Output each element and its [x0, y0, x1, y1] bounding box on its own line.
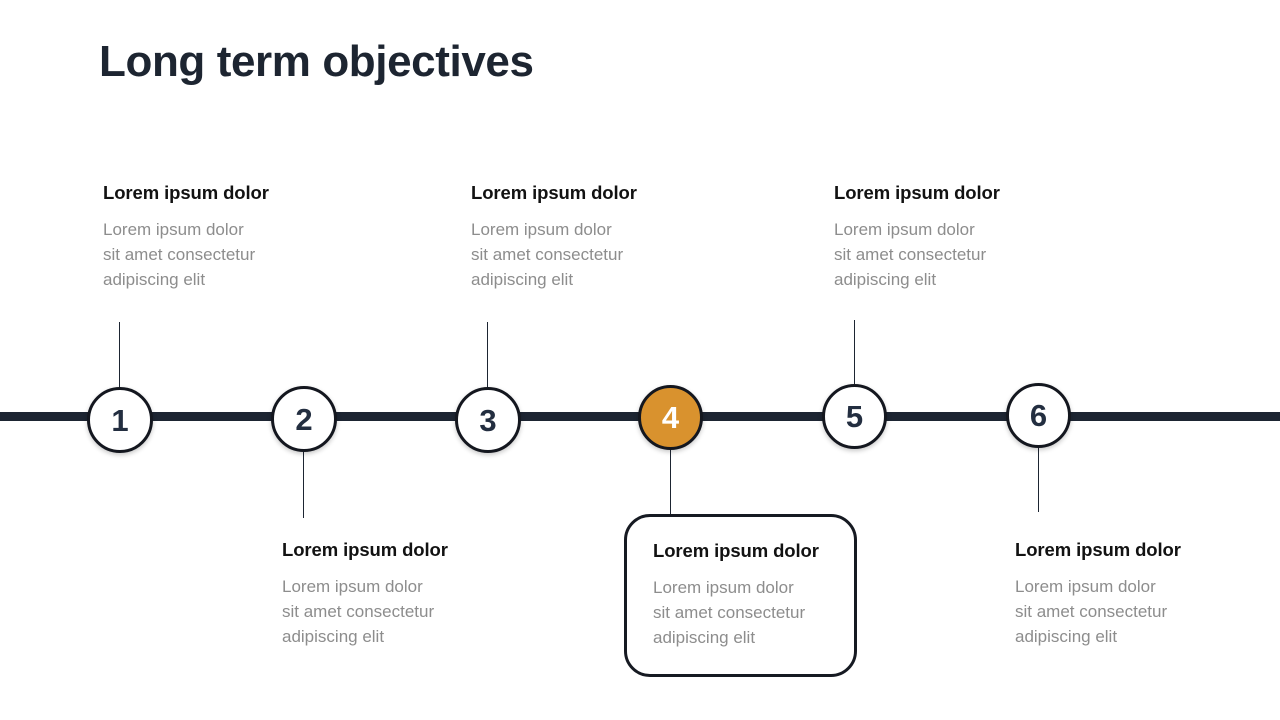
timeline-node-3[interactable]: 3 [455, 387, 521, 453]
timeline-item-3-title: Lorem ipsum dolor [471, 182, 637, 203]
connector-stem-5 [854, 320, 855, 388]
timeline-item-4-body-line1: Lorem ipsum dolor [653, 578, 794, 598]
timeline-item-4-title: Lorem ipsum dolor [653, 540, 819, 561]
timeline-item-2-title: Lorem ipsum dolor [282, 539, 448, 560]
connector-stem-4 [670, 446, 671, 516]
timeline-item-1: Lorem ipsum dolor Lorem ipsum dolor sit … [103, 181, 353, 293]
timeline-item-4: Lorem ipsum dolor Lorem ipsum dolor sit … [653, 539, 853, 651]
timeline-node-1[interactable]: 1 [87, 387, 153, 453]
timeline-item-4-card[interactable]: Lorem ipsum dolor Lorem ipsum dolor sit … [624, 514, 857, 677]
timeline-item-3-body-line2: sit amet consectetur [471, 245, 624, 265]
timeline-item-6: Lorem ipsum dolor Lorem ipsum dolor sit … [1015, 538, 1265, 650]
timeline-node-1-number: 1 [111, 402, 129, 438]
timeline-item-1-body-line1: Lorem ipsum dolor [103, 220, 244, 240]
timeline-node-5-number: 5 [845, 399, 864, 434]
timeline-node-6[interactable]: 6 [1006, 383, 1071, 448]
timeline-item-1-body-line3: adipiscing elit [103, 270, 206, 290]
timeline-item-3-body-line1: Lorem ipsum dolor [471, 220, 612, 240]
timeline-node-6-number: 6 [1029, 398, 1048, 433]
timeline-item-4-body-line3: adipiscing elit [653, 628, 756, 648]
timeline-item-6-body-line1: Lorem ipsum dolor [1015, 577, 1156, 597]
timeline-item-1-body: Lorem ipsum dolor sit amet consectetur a… [103, 218, 353, 293]
timeline-node-4[interactable]: 4 [638, 385, 703, 450]
timeline-item-2-body: Lorem ipsum dolor sit amet consectetur a… [282, 575, 532, 650]
timeline-item-5-title: Lorem ipsum dolor [834, 182, 1000, 203]
timeline-item-6-body-line2: sit amet consectetur [1015, 602, 1168, 622]
timeline-item-1-body-line2: sit amet consectetur [103, 245, 256, 265]
timeline-item-5-body-line2: sit amet consectetur [834, 245, 987, 265]
timeline-item-5: Lorem ipsum dolor Lorem ipsum dolor sit … [834, 181, 1084, 293]
timeline-node-2-number: 2 [295, 401, 313, 437]
timeline-node-5[interactable]: 5 [822, 384, 887, 449]
timeline-item-1-title: Lorem ipsum dolor [103, 182, 269, 203]
page-title: Long term objectives [99, 37, 534, 86]
timeline-item-2-body-line1: Lorem ipsum dolor [282, 577, 423, 597]
timeline-item-5-body-line3: adipiscing elit [834, 270, 937, 290]
timeline-node-4-number: 4 [661, 400, 680, 435]
timeline-item-2-body-line3: adipiscing elit [282, 627, 385, 647]
timeline-item-6-body-line3: adipiscing elit [1015, 627, 1118, 647]
timeline-item-6-body: Lorem ipsum dolor sit amet consectetur a… [1015, 575, 1265, 650]
timeline-item-4-body-line2: sit amet consectetur [653, 603, 806, 623]
connector-stem-2 [303, 448, 304, 518]
timeline-item-4-body: Lorem ipsum dolor sit amet consectetur a… [653, 576, 853, 651]
timeline-item-2-body-line2: sit amet consectetur [282, 602, 435, 622]
timeline-node-2[interactable]: 2 [271, 386, 337, 452]
timeline-item-3: Lorem ipsum dolor Lorem ipsum dolor sit … [471, 181, 721, 293]
timeline-item-2: Lorem ipsum dolor Lorem ipsum dolor sit … [282, 538, 532, 650]
timeline-item-5-body: Lorem ipsum dolor sit amet consectetur a… [834, 218, 1084, 293]
timeline-item-3-body-line3: adipiscing elit [471, 270, 574, 290]
connector-stem-1 [119, 322, 120, 390]
connector-stem-3 [487, 322, 488, 390]
timeline-node-3-number: 3 [479, 402, 497, 438]
timeline-item-6-title: Lorem ipsum dolor [1015, 539, 1181, 560]
timeline-item-3-body: Lorem ipsum dolor sit amet consectetur a… [471, 218, 721, 293]
connector-stem-6 [1038, 444, 1039, 512]
timeline-item-5-body-line1: Lorem ipsum dolor [834, 220, 975, 240]
